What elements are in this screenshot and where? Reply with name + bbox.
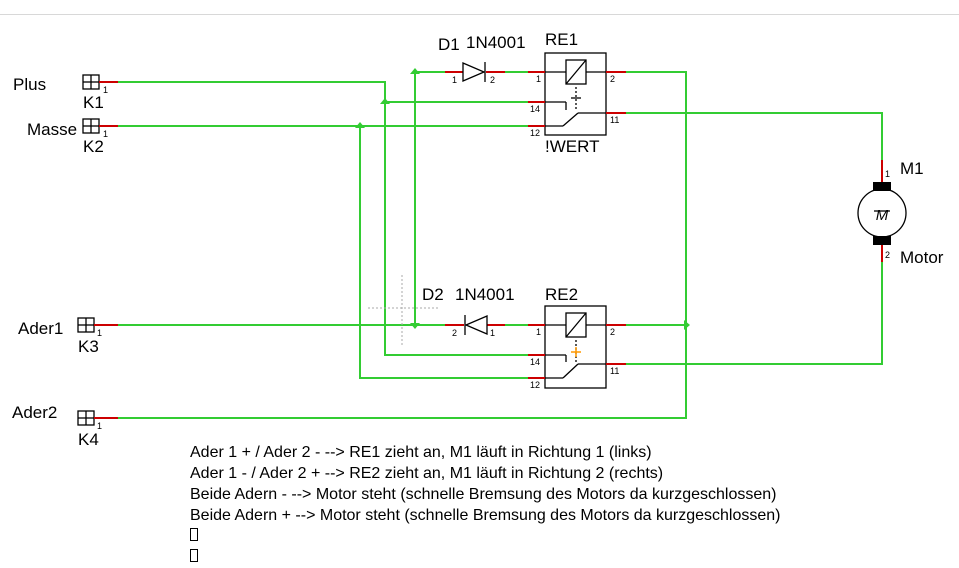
motor-icon <box>857 188 907 238</box>
relay-re1: RE1 1 2 14 12 11 !WERT <box>528 30 626 156</box>
crosshair-icon <box>368 275 440 345</box>
diode-d2-icon <box>464 315 488 335</box>
relay-re2-body <box>544 305 607 389</box>
relay-re1-pin-14: 14 <box>530 104 540 114</box>
diode-d2-type: 1N4001 <box>455 285 515 304</box>
terminal-k4-pin: 1 <box>97 421 102 431</box>
diode-d2: D2 1N4001 2 1 <box>422 285 515 338</box>
terminal-k3-ref: K3 <box>78 337 99 356</box>
wire-re2-11-motor <box>626 255 883 365</box>
relay-re2-pin-14: 14 <box>530 357 540 367</box>
relay-re1-body <box>544 52 607 136</box>
relay-re1-pin-2: 2 <box>610 74 615 84</box>
diode-d1-type: 1N4001 <box>466 33 526 52</box>
terminal-k2-pin: 1 <box>103 129 108 139</box>
relay-re2-ref: RE2 <box>545 285 578 304</box>
top-border <box>0 14 959 15</box>
note-line: Ader 1 + / Ader 2 - --> RE1 zieht an, M1… <box>190 444 652 461</box>
relay-re2-pin-1: 1 <box>536 327 541 337</box>
wire-plus-down <box>384 102 528 356</box>
terminal-k3: Ader1 1 K3 <box>18 317 118 356</box>
relay-re1-pin-12: 12 <box>530 128 540 138</box>
diode-d1-ref: D1 <box>438 35 460 54</box>
motor-bottom-terminal <box>873 236 891 245</box>
notes-block: Ader 1 + / Ader 2 - --> RE1 zieht an, M1… <box>190 442 781 568</box>
wire-re1-2-ader2 <box>118 71 687 419</box>
terminal-k2-name: Masse <box>27 120 77 139</box>
relay-re2-pin-12: 12 <box>530 380 540 390</box>
relay-re2-pin-11: 11 <box>610 366 619 376</box>
terminal-k1: Plus 1 K1 <box>13 74 118 112</box>
diode-d2-ref: D2 <box>422 285 444 304</box>
motor-name: Motor <box>900 248 944 267</box>
terminal-k2-ref: K2 <box>83 137 104 156</box>
terminal-k1-ref: K1 <box>83 93 104 112</box>
wires <box>118 68 883 419</box>
motor-pin-2: 2 <box>885 250 890 260</box>
wire-re1-11-motor <box>626 112 883 170</box>
terminal-k1-name: Plus <box>13 75 46 94</box>
motor-symbol: M <box>876 207 889 224</box>
diode-d1: D1 1N4001 1 2 <box>438 33 526 85</box>
motor-pin-1: 1 <box>885 169 890 179</box>
relay-re1-ref: RE1 <box>545 30 578 49</box>
terminal-k4-ref: K4 <box>78 430 99 449</box>
note-line: Ader 1 - / Ader 2 + --> RE2 zieht an, M1… <box>190 465 664 482</box>
placeholder-glyph <box>190 549 198 562</box>
terminal-k3-name: Ader1 <box>18 319 63 338</box>
diode-d2-pin-a: 2 <box>452 328 457 338</box>
terminal-k4-name: Ader2 <box>12 403 57 422</box>
note-line: Beide Adern - --> Motor steht (schnelle … <box>190 486 777 503</box>
diode-d2-pin-b: 1 <box>490 328 495 338</box>
wire-masse-down <box>359 126 528 379</box>
placeholder-glyph <box>190 528 198 541</box>
relay-re2: RE2 1 2 14 12 11 <box>528 285 626 390</box>
note-line: Beide Adern + --> Motor steht (schnelle … <box>190 507 781 524</box>
motor-m1-ref: M1 <box>900 159 924 178</box>
wire-plus <box>118 81 528 103</box>
terminal-k3-pin: 1 <box>97 328 102 338</box>
terminal-k4: Ader2 1 K4 <box>12 403 118 449</box>
relay-re2-pin-2: 2 <box>610 327 615 337</box>
motor-m1: M1 M 1 2 Motor <box>857 159 944 267</box>
motor-top-terminal <box>873 182 891 191</box>
diode-d1-pin-a: 1 <box>452 75 457 85</box>
diode-d1-pin-b: 2 <box>490 75 495 85</box>
terminal-k2: Masse 1 K2 <box>27 118 118 156</box>
relay-re1-value: !WERT <box>545 137 599 156</box>
diode-d1-icon <box>462 62 486 82</box>
terminal-k1-pin: 1 <box>103 85 108 95</box>
relay-re1-pin-1: 1 <box>536 74 541 84</box>
relay-re1-pin-11: 11 <box>610 115 619 125</box>
